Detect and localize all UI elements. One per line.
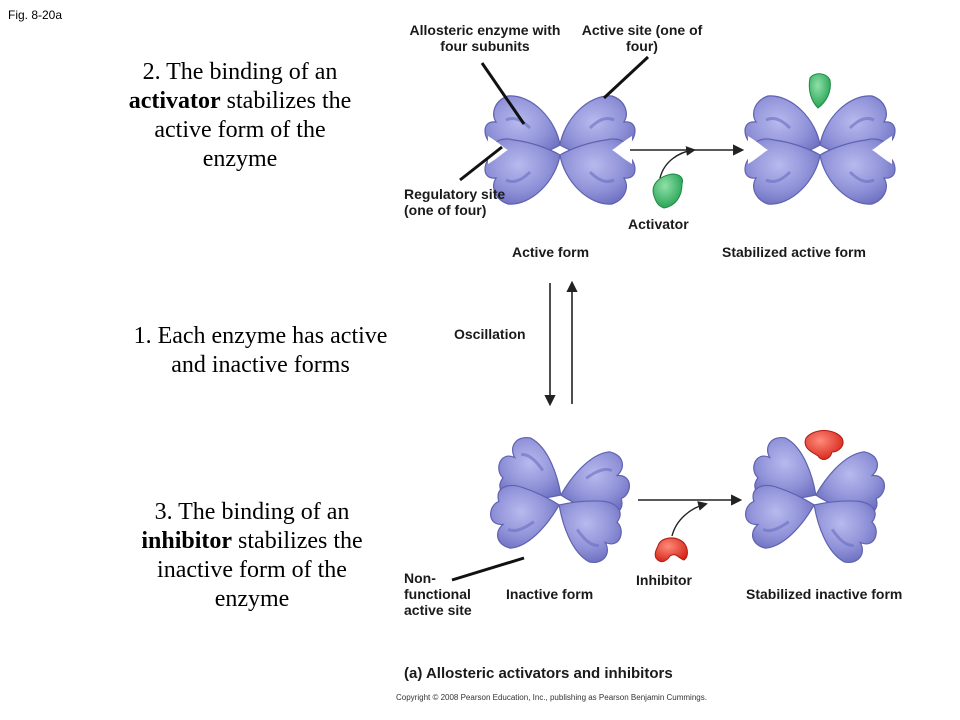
active-form-label: Active form xyxy=(512,244,590,260)
nonfunctional-site-label: Non- functional active site xyxy=(404,570,472,618)
copyright-notice: Copyright © 2008 Pearson Education, Inc.… xyxy=(396,693,707,702)
figure-label: Fig. 8-20a xyxy=(8,8,63,22)
stabilized-inactive-label: Stabilized inactive form xyxy=(746,586,903,602)
regulatory-site-label: Regulatory site (one of four) xyxy=(404,186,506,218)
active-site-pointer xyxy=(602,55,650,100)
activator-curve-arrow xyxy=(659,146,696,179)
free-activator xyxy=(652,173,683,209)
bound-activator xyxy=(808,73,831,109)
free-inhibitor xyxy=(654,537,688,563)
regulatory-pointer xyxy=(459,145,503,182)
inhibitor-term: inhibitor xyxy=(141,528,233,554)
step2-before: 2. The binding of an xyxy=(142,59,338,85)
inactive-form-label: Inactive form xyxy=(506,586,594,602)
nonfunctional-pointer xyxy=(451,556,525,582)
stabilized-inactive-enzyme xyxy=(745,430,885,564)
oscillation-label: Oscillation xyxy=(454,326,526,342)
allosteric-enzyme-label: Allosteric enzyme with four subunits xyxy=(409,22,561,54)
step1-text: 1. Each enzyme has active and inactive f… xyxy=(133,323,388,378)
stabilized-active-label: Stabilized active form xyxy=(722,244,866,260)
inhibitor-curve-arrow xyxy=(671,501,708,537)
step3-before: 3. The binding of an xyxy=(154,499,350,525)
inhibitor-label: Inhibitor xyxy=(636,572,692,588)
bound-inhibitor xyxy=(804,430,844,460)
active-site-label: Active site (one of four) xyxy=(581,22,703,54)
step3-after: stabilizes the inactive form of the enzy… xyxy=(157,528,363,612)
activator-term: activator xyxy=(128,88,221,114)
activator-label: Activator xyxy=(628,216,689,232)
stabilized-active-enzyme xyxy=(744,73,896,212)
step2-text: 2. The binding of an activator stabilize… xyxy=(120,58,360,174)
inactive-form-enzyme xyxy=(490,436,630,564)
allosteric-pointer xyxy=(480,62,526,125)
step2-after: stabilizes the active form of the enzyme xyxy=(154,88,352,172)
figure-caption: (a) Allosteric activators and inhibitors xyxy=(404,665,673,682)
step3-text: 3. The binding of an inhibitor stabilize… xyxy=(128,498,376,614)
